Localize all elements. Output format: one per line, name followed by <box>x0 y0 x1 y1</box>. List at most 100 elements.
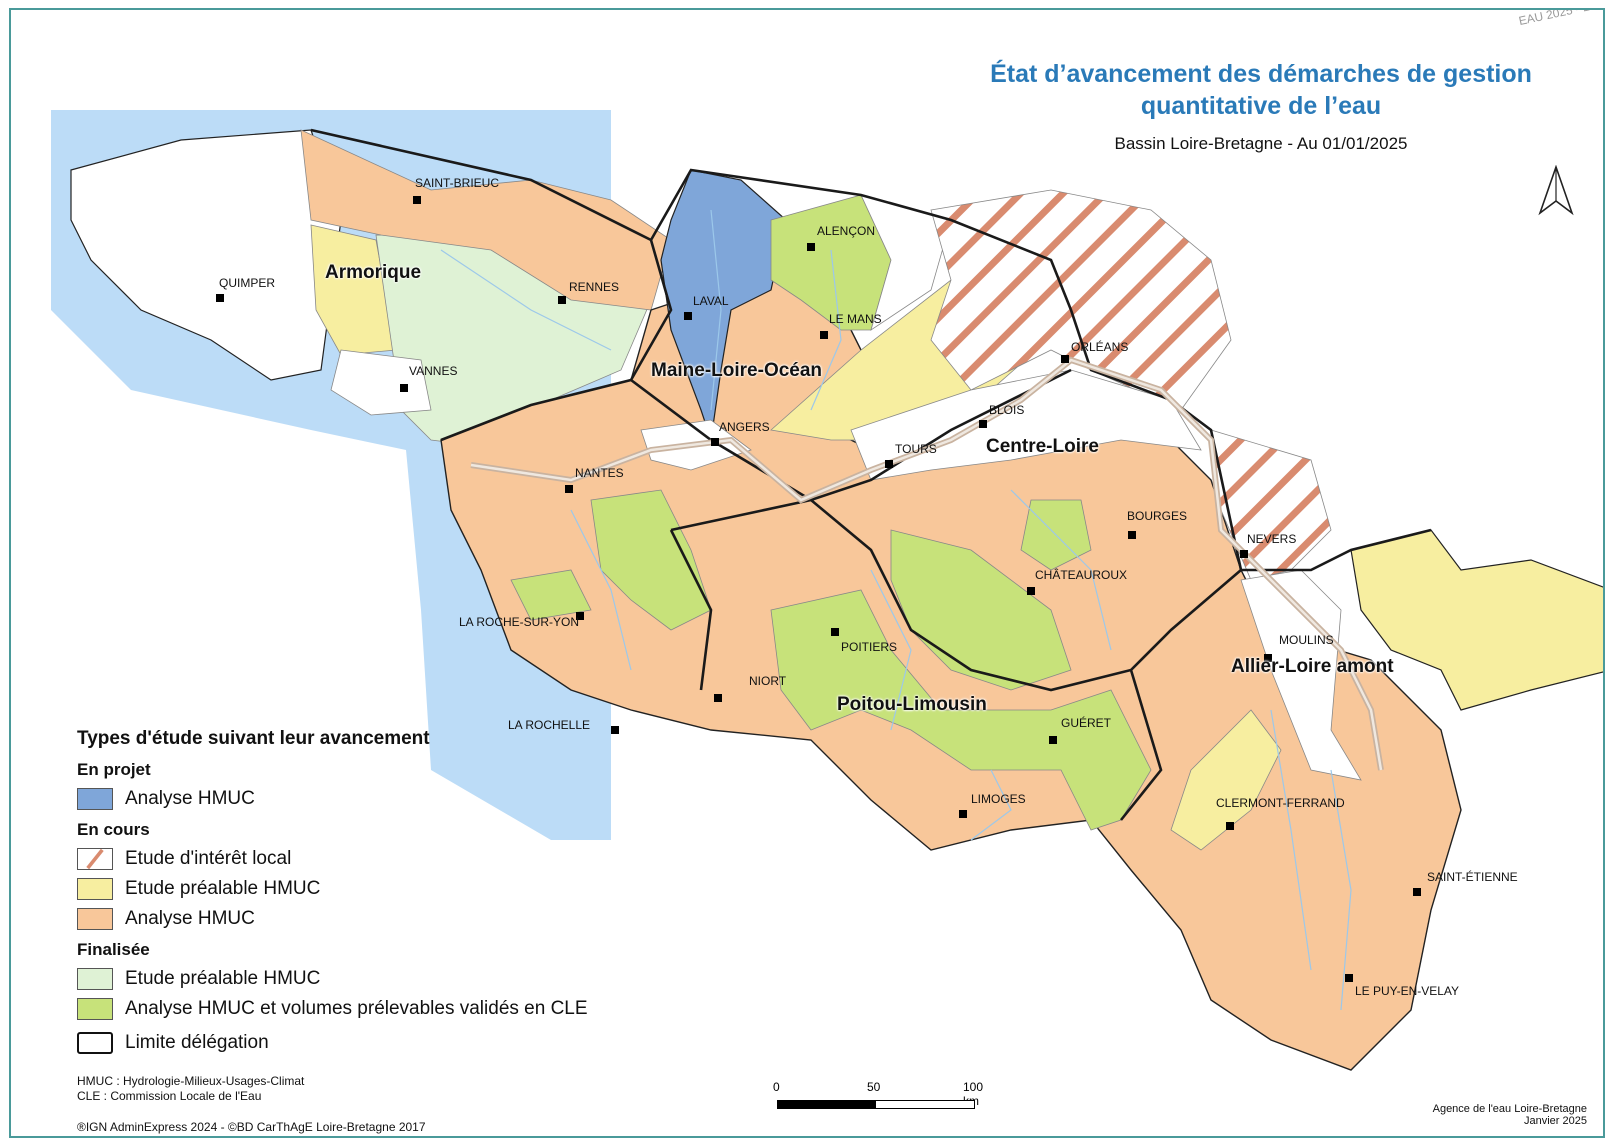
legend-item-label: Analyse HMUC et volumes prélevables vali… <box>125 998 588 1019</box>
city-label: ALENÇON <box>817 224 876 238</box>
city-label: LIMOGES <box>971 792 1026 806</box>
legend-item-label: Limite délégation <box>125 1032 269 1053</box>
city-marker <box>1128 531 1136 539</box>
legend-item: Analyse HMUC <box>77 904 588 934</box>
city-marker <box>714 694 722 702</box>
city-marker <box>684 312 692 320</box>
region-label: Centre-Loire <box>986 436 1099 457</box>
city-label: VANNES <box>409 364 458 378</box>
city-marker <box>807 243 815 251</box>
city-marker <box>959 810 967 818</box>
city-marker <box>558 296 566 304</box>
delegation-limits <box>310 128 1432 821</box>
scale-tick-50: 50 <box>867 1080 881 1094</box>
legend-group-label: En cours <box>77 820 150 839</box>
city-label: LE PUY-EN-VELAY <box>1355 984 1460 998</box>
scale-bar: 0 50 100 km <box>773 1080 983 1120</box>
legend-swatch-limite <box>77 1032 113 1054</box>
region-label: Poitou-Limousin <box>837 694 987 715</box>
city-label: LE MANS <box>829 312 882 326</box>
zone-not-studied <box>1240 569 1362 781</box>
city-label: SAINT-BRIEUC <box>415 176 500 190</box>
legend-title: Types d'étude suivant leur avancement <box>77 728 430 749</box>
region-label: Armorique <box>325 262 422 283</box>
city-marker <box>1226 822 1234 830</box>
city-marker <box>611 726 619 734</box>
map-frame: EAU 2025 - 20 État d’avancement des déma… <box>9 8 1605 1138</box>
zone-prealable-encours <box>1170 709 1282 851</box>
city-label: LA ROCHE-SUR-YON <box>459 615 580 629</box>
zone-hmuc-finalise <box>770 589 1152 831</box>
city-label: CLERMONT-FERRAND <box>1216 796 1345 810</box>
city-marker <box>1264 654 1272 662</box>
city-marker <box>711 438 719 446</box>
region-label: Maine-Loire-Océan <box>651 360 823 381</box>
zone-not-studied <box>850 369 1202 481</box>
footnote-hmuc: HMUC : Hydrologie-Milieux-Usages-Climat <box>77 1074 305 1088</box>
legend-item: Etude préalable HMUC <box>77 964 588 994</box>
map-legend: Types d'étude suivant leur avancement En… <box>77 728 588 1058</box>
city-label: LA ROCHELLE <box>508 718 591 732</box>
scale-segment-white <box>875 1100 975 1109</box>
legend-swatch-prealable-finalise <box>77 968 113 990</box>
city-marker <box>413 196 421 204</box>
footnote-cle: CLE : Commission Locale de l'Eau <box>77 1089 262 1103</box>
zone-hmuc-finalise <box>890 529 1072 691</box>
region-label: Allier-Loire amont <box>1231 656 1394 677</box>
legend-swatch-prealable-encours <box>77 878 113 900</box>
basin-map <box>51 110 1603 1071</box>
city-label: NANTES <box>575 466 624 480</box>
city-marker <box>1413 888 1421 896</box>
city-label: QUIMPER <box>219 276 276 290</box>
legend-swatch-interet-local <box>77 848 113 870</box>
city-marker <box>885 460 893 468</box>
city-label: RENNES <box>569 280 620 294</box>
legend-item: Etude préalable HMUC <box>77 874 588 904</box>
zone-hmuc-finalise <box>590 489 712 631</box>
map-subtitle: Bassin Loire-Bretagne - Au 01/01/2025 <box>1114 134 1408 153</box>
zone-projet-hmuc <box>660 169 787 441</box>
legend-item: Analyse HMUC et volumes prélevables vali… <box>77 994 588 1024</box>
city-marker <box>400 384 408 392</box>
title-line-1: État d’avancement des démarches de gesti… <box>990 60 1532 88</box>
legend-item-label: Analyse HMUC <box>125 908 255 929</box>
zone-prealable-encours <box>310 224 397 356</box>
city-marker <box>1027 587 1035 595</box>
legend-group-label: Finalisée <box>77 940 150 959</box>
city-label: ORLÉANS <box>1071 340 1129 354</box>
city-marker <box>1240 550 1248 558</box>
zone-hmuc-finalise <box>510 569 592 621</box>
legend-swatch-projet-hmuc <box>77 788 113 810</box>
title-line-2: quantitative de l’eau <box>1140 92 1382 120</box>
city-label: CHÂTEAUROUX <box>1035 568 1128 582</box>
city-label: NEVERS <box>1247 532 1297 546</box>
city-marker <box>979 420 987 428</box>
scale-segment-black <box>777 1100 877 1109</box>
legend-swatch-hmuc-encours <box>77 908 113 930</box>
city-label: NIORT <box>749 674 787 688</box>
credit-line-2: Janvier 2025 <box>1524 1115 1587 1127</box>
city-marker <box>1049 736 1057 744</box>
city-label: ANGERS <box>719 420 770 434</box>
legend-item-label: Etude préalable HMUC <box>125 878 321 899</box>
city-marker <box>831 628 839 636</box>
footnote-sources: ®IGN AdminExpress 2024 - ©BD CarThAgE Lo… <box>77 1120 426 1134</box>
city-marker <box>1345 974 1353 982</box>
north-arrow-icon <box>1538 165 1574 216</box>
city-marker <box>820 331 828 339</box>
zone-prealable-encours <box>1350 529 1603 711</box>
city-label: MOULINS <box>1279 633 1334 647</box>
zone-not-studied <box>70 129 342 381</box>
legend-item-label: Etude d'intérêt local <box>125 848 292 869</box>
city-marker <box>1061 355 1069 363</box>
legend-item: Analyse HMUC <box>77 784 588 814</box>
city-marker <box>576 612 584 620</box>
credit-line-1: Agence de l'eau Loire-Bretagne <box>1432 1103 1587 1115</box>
legend-swatch-hmuc-finalise <box>77 998 113 1020</box>
legend-group-label: En projet <box>77 760 151 779</box>
city-marker <box>565 485 573 493</box>
city-label: TOURS <box>895 442 937 456</box>
city-label: BLOIS <box>989 403 1025 417</box>
city-label: GUÉRET <box>1061 716 1112 730</box>
river-network <box>440 209 1352 1011</box>
